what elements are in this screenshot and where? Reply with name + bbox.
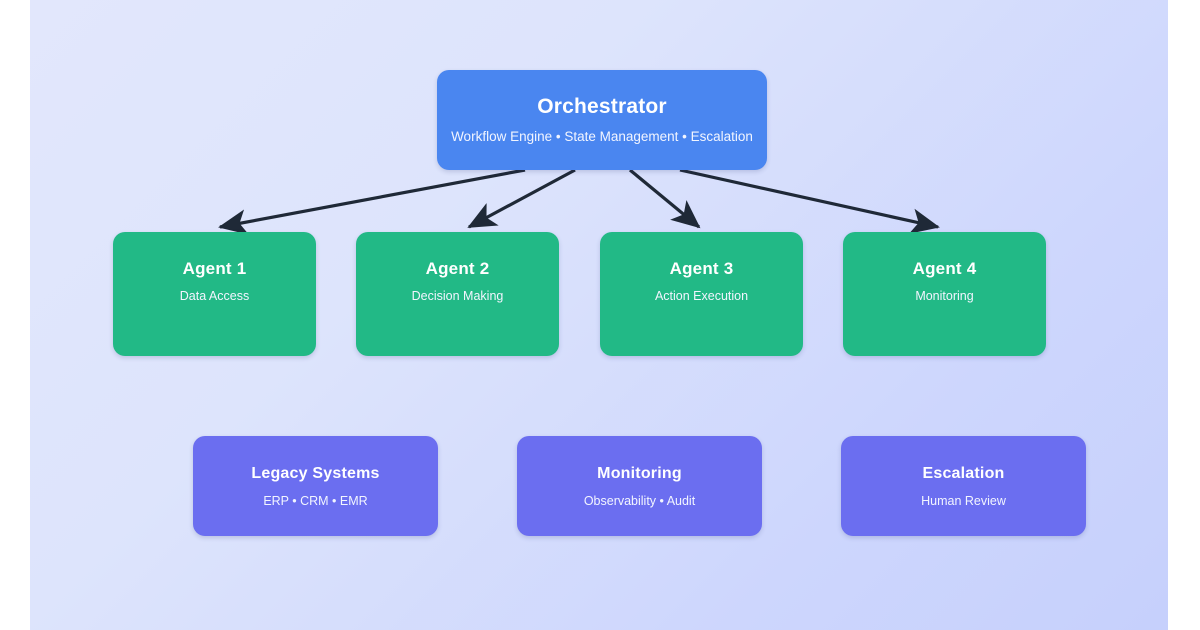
node-agent-4-subtitle: Monitoring: [915, 289, 974, 303]
node-monitoring-subtitle: Observability • Audit: [583, 494, 696, 508]
node-agent-3-title: Agent 3: [669, 259, 734, 278]
node-agent-2-title: Agent 2: [425, 259, 490, 278]
node-agent-2[interactable]: Agent 2 Decision Making: [356, 232, 559, 356]
edge-orchestrator-to-agent-3: [628, 168, 701, 229]
node-escalation-subtitle: Human Review: [921, 494, 1006, 508]
node-agent-4-title: Agent 4: [912, 259, 977, 278]
node-agent-1-subtitle: Data Access: [179, 289, 250, 303]
node-legacy-systems-title: Legacy Systems: [251, 465, 380, 482]
node-orchestrator-subtitle: Workflow Engine • State Management • Esc…: [451, 129, 753, 144]
node-legacy-systems[interactable]: Legacy Systems ERP • CRM • EMR: [193, 436, 438, 536]
node-monitoring-title: Monitoring: [597, 465, 682, 482]
node-agent-1-title: Agent 1: [182, 259, 247, 278]
node-legacy-systems-subtitle: ERP • CRM • EMR: [263, 494, 368, 508]
edge-orchestrator-to-agent-4: [679, 168, 940, 234]
node-orchestrator[interactable]: Orchestrator Workflow Engine • State Man…: [437, 70, 767, 170]
edge-orchestrator-to-agent-1: [218, 168, 526, 235]
diagram-stage: Orchestrator Workflow Engine • State Man…: [30, 0, 1168, 630]
node-agent-1[interactable]: Agent 1 Data Access: [113, 232, 316, 356]
node-agent-4[interactable]: Agent 4 Monitoring: [843, 232, 1046, 356]
node-monitoring[interactable]: Monitoring Observability • Audit: [517, 436, 762, 536]
node-escalation-title: Escalation: [922, 465, 1005, 482]
edge-orchestrator-to-agent-2: [467, 168, 576, 229]
node-escalation[interactable]: Escalation Human Review: [841, 436, 1086, 536]
node-agent-3[interactable]: Agent 3 Action Execution: [600, 232, 803, 356]
node-orchestrator-title: Orchestrator: [537, 95, 667, 118]
node-agent-3-subtitle: Action Execution: [654, 289, 749, 303]
node-agent-2-subtitle: Decision Making: [411, 289, 504, 303]
